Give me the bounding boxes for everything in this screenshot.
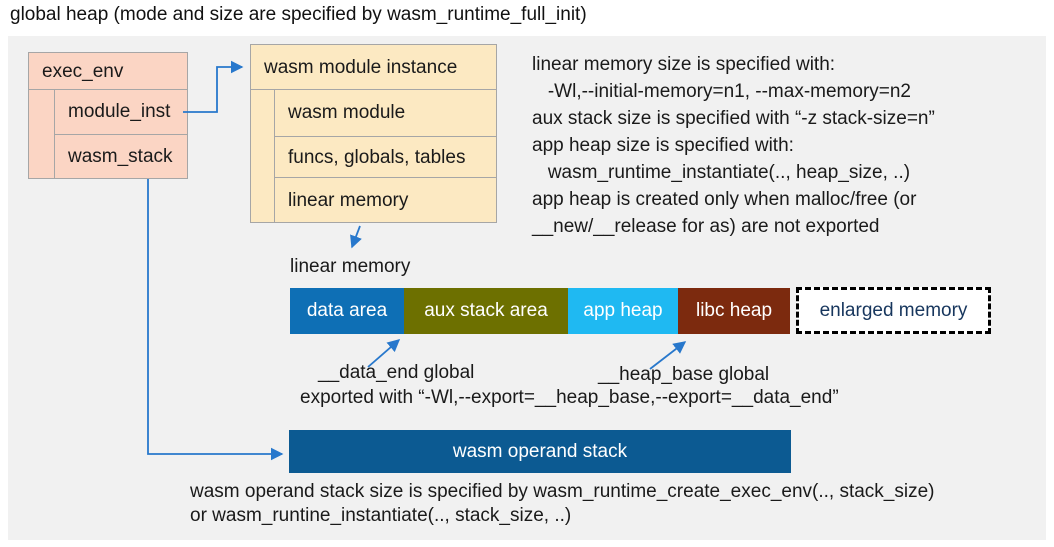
exec-env-header: exec_env — [29, 53, 187, 90]
exec-env-members: module_inst wasm_stack — [54, 90, 187, 178]
note-line: wasm_runtime_instantiate(.., heap_size, … — [532, 162, 911, 183]
exec-env-box: exec_env module_inst wasm_stack — [28, 52, 188, 179]
size-notes: linear memory size is specified with: -W… — [532, 51, 935, 240]
exec-env-member-wasm-stack: wasm_stack — [55, 134, 187, 178]
segment-data-area: data area — [290, 288, 404, 334]
note-line: -Wl,--initial-memory=n1, --max-memory=n2 — [532, 81, 911, 102]
member-linear-memory: linear memory — [275, 177, 496, 222]
note-line: aux stack size is specified with “-z sta… — [532, 108, 935, 129]
note-line: or wasm_runtine_instantiate(.., stack_si… — [190, 505, 572, 526]
export-note: exported with “-Wl,--export=__heap_base,… — [300, 387, 839, 408]
diagram-title: global heap (mode and size are specified… — [10, 4, 587, 25]
member-wasm-module: wasm module — [288, 102, 406, 123]
note-line: wasm operand stack size is specified by … — [190, 481, 935, 502]
note-line: linear memory size is specified with: — [532, 54, 836, 75]
note-line: app heap is created only when malloc/fre… — [532, 189, 917, 210]
data-end-global-label: __data_end global — [318, 362, 475, 383]
wasm-module-instance-box: wasm module instance wasm module funcs, … — [250, 44, 497, 223]
heap-base-global-label: __heap_base global — [598, 364, 770, 385]
wasm-operand-stack-bar: wasm operand stack — [289, 430, 791, 473]
note-line: __new/__release for as) are not exported — [532, 216, 880, 237]
wasm-operand-stack-label: wasm operand stack — [452, 440, 628, 462]
segment-enlarged-memory: enlarged memory — [796, 287, 991, 334]
linear-memory-label: linear memory — [290, 256, 411, 277]
note-line: app heap size is specified with: — [532, 135, 794, 156]
operand-stack-notes: wasm operand stack size is specified by … — [190, 480, 935, 528]
exec-env-member-module-inst: module_inst — [68, 101, 171, 122]
segment-app-heap: app heap — [568, 288, 678, 334]
member-funcs-globals-tables: funcs, globals, tables — [275, 136, 496, 177]
segment-aux-stack-area: aux stack area — [404, 288, 568, 334]
wasm-module-instance-header: wasm module instance — [251, 45, 496, 90]
segment-libc-heap: libc heap — [678, 288, 790, 334]
wasm-module-instance-members: wasm module funcs, globals, tables linea… — [274, 90, 496, 222]
